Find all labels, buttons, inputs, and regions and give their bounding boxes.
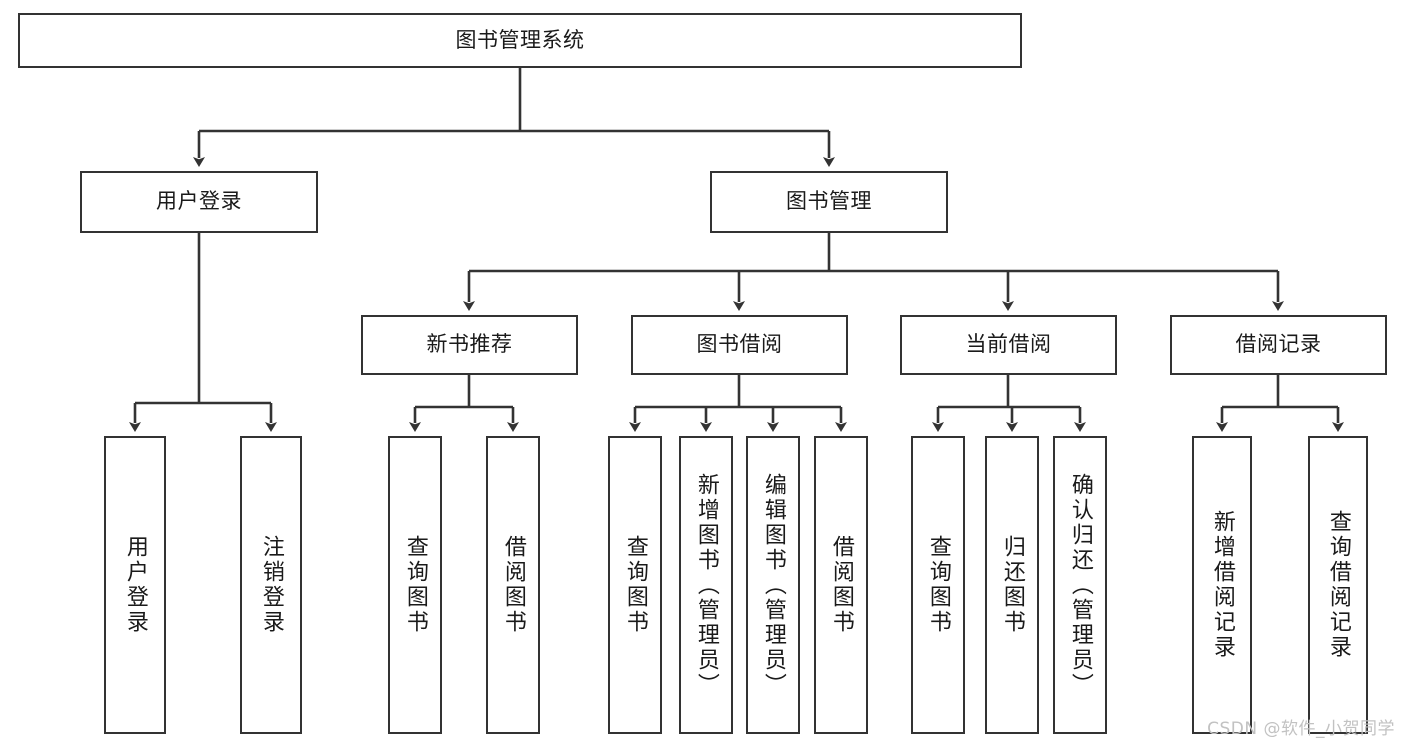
node-leaf-add-borrow-record-label: 新增借阅记录 [1209,510,1235,660]
node-leaf-borrow-book-2[interactable]: 借阅图书 [814,436,868,734]
node-leaf-query-book-1[interactable]: 查询图书 [388,436,442,734]
node-book-borrow[interactable]: 图书借阅 [631,315,848,375]
node-leaf-query-book-1-label: 查询图书 [402,535,428,635]
node-leaf-query-book-3[interactable]: 查询图书 [911,436,965,734]
node-borrow-record[interactable]: 借阅记录 [1170,315,1387,375]
node-leaf-add-borrow-record[interactable]: 新增借阅记录 [1192,436,1252,734]
node-leaf-add-book-admin-label: 新增图书（管理员） [693,472,719,698]
node-leaf-query-book-2-label: 查询图书 [622,535,648,635]
node-leaf-add-book-admin[interactable]: 新增图书（管理员） [679,436,733,734]
connector-lines [129,68,1344,432]
node-leaf-borrow-book-1-label: 借阅图书 [500,535,526,635]
node-new-book-recommend[interactable]: 新书推荐 [361,315,578,375]
node-leaf-user-login[interactable]: 用户登录 [104,436,166,734]
node-leaf-query-borrow-record-label: 查询借阅记录 [1325,510,1351,660]
node-leaf-return-book[interactable]: 归还图书 [985,436,1039,734]
node-book-manage[interactable]: 图书管理 [710,171,948,233]
node-user-login-label: 用户登录 [156,189,242,214]
node-leaf-user-logout-label: 注销登录 [258,535,284,635]
node-book-manage-label: 图书管理 [786,189,872,214]
node-leaf-query-book-2[interactable]: 查询图书 [608,436,662,734]
node-current-borrow-label: 当前借阅 [965,332,1052,357]
node-leaf-borrow-book-2-label: 借阅图书 [828,535,854,635]
node-borrow-record-label: 借阅记录 [1235,332,1322,357]
node-leaf-confirm-return-admin[interactable]: 确认归还（管理员） [1053,436,1107,734]
node-book-borrow-label: 图书借阅 [696,332,783,357]
node-root-label: 图书管理系统 [455,27,585,52]
node-leaf-user-logout[interactable]: 注销登录 [240,436,302,734]
node-leaf-edit-book-admin[interactable]: 编辑图书（管理员） [746,436,800,734]
node-new-book-recommend-label: 新书推荐 [426,332,513,357]
node-leaf-query-borrow-record[interactable]: 查询借阅记录 [1308,436,1368,734]
node-root[interactable]: 图书管理系统 [18,13,1022,68]
node-user-login[interactable]: 用户登录 [80,171,318,233]
node-leaf-confirm-return-admin-label: 确认归还（管理员） [1067,472,1093,698]
node-leaf-user-login-label: 用户登录 [122,535,148,635]
node-leaf-borrow-book-1[interactable]: 借阅图书 [486,436,540,734]
node-leaf-edit-book-admin-label: 编辑图书（管理员） [760,472,786,698]
node-leaf-return-book-label: 归还图书 [999,535,1025,635]
node-leaf-query-book-3-label: 查询图书 [925,535,951,635]
node-current-borrow[interactable]: 当前借阅 [900,315,1117,375]
